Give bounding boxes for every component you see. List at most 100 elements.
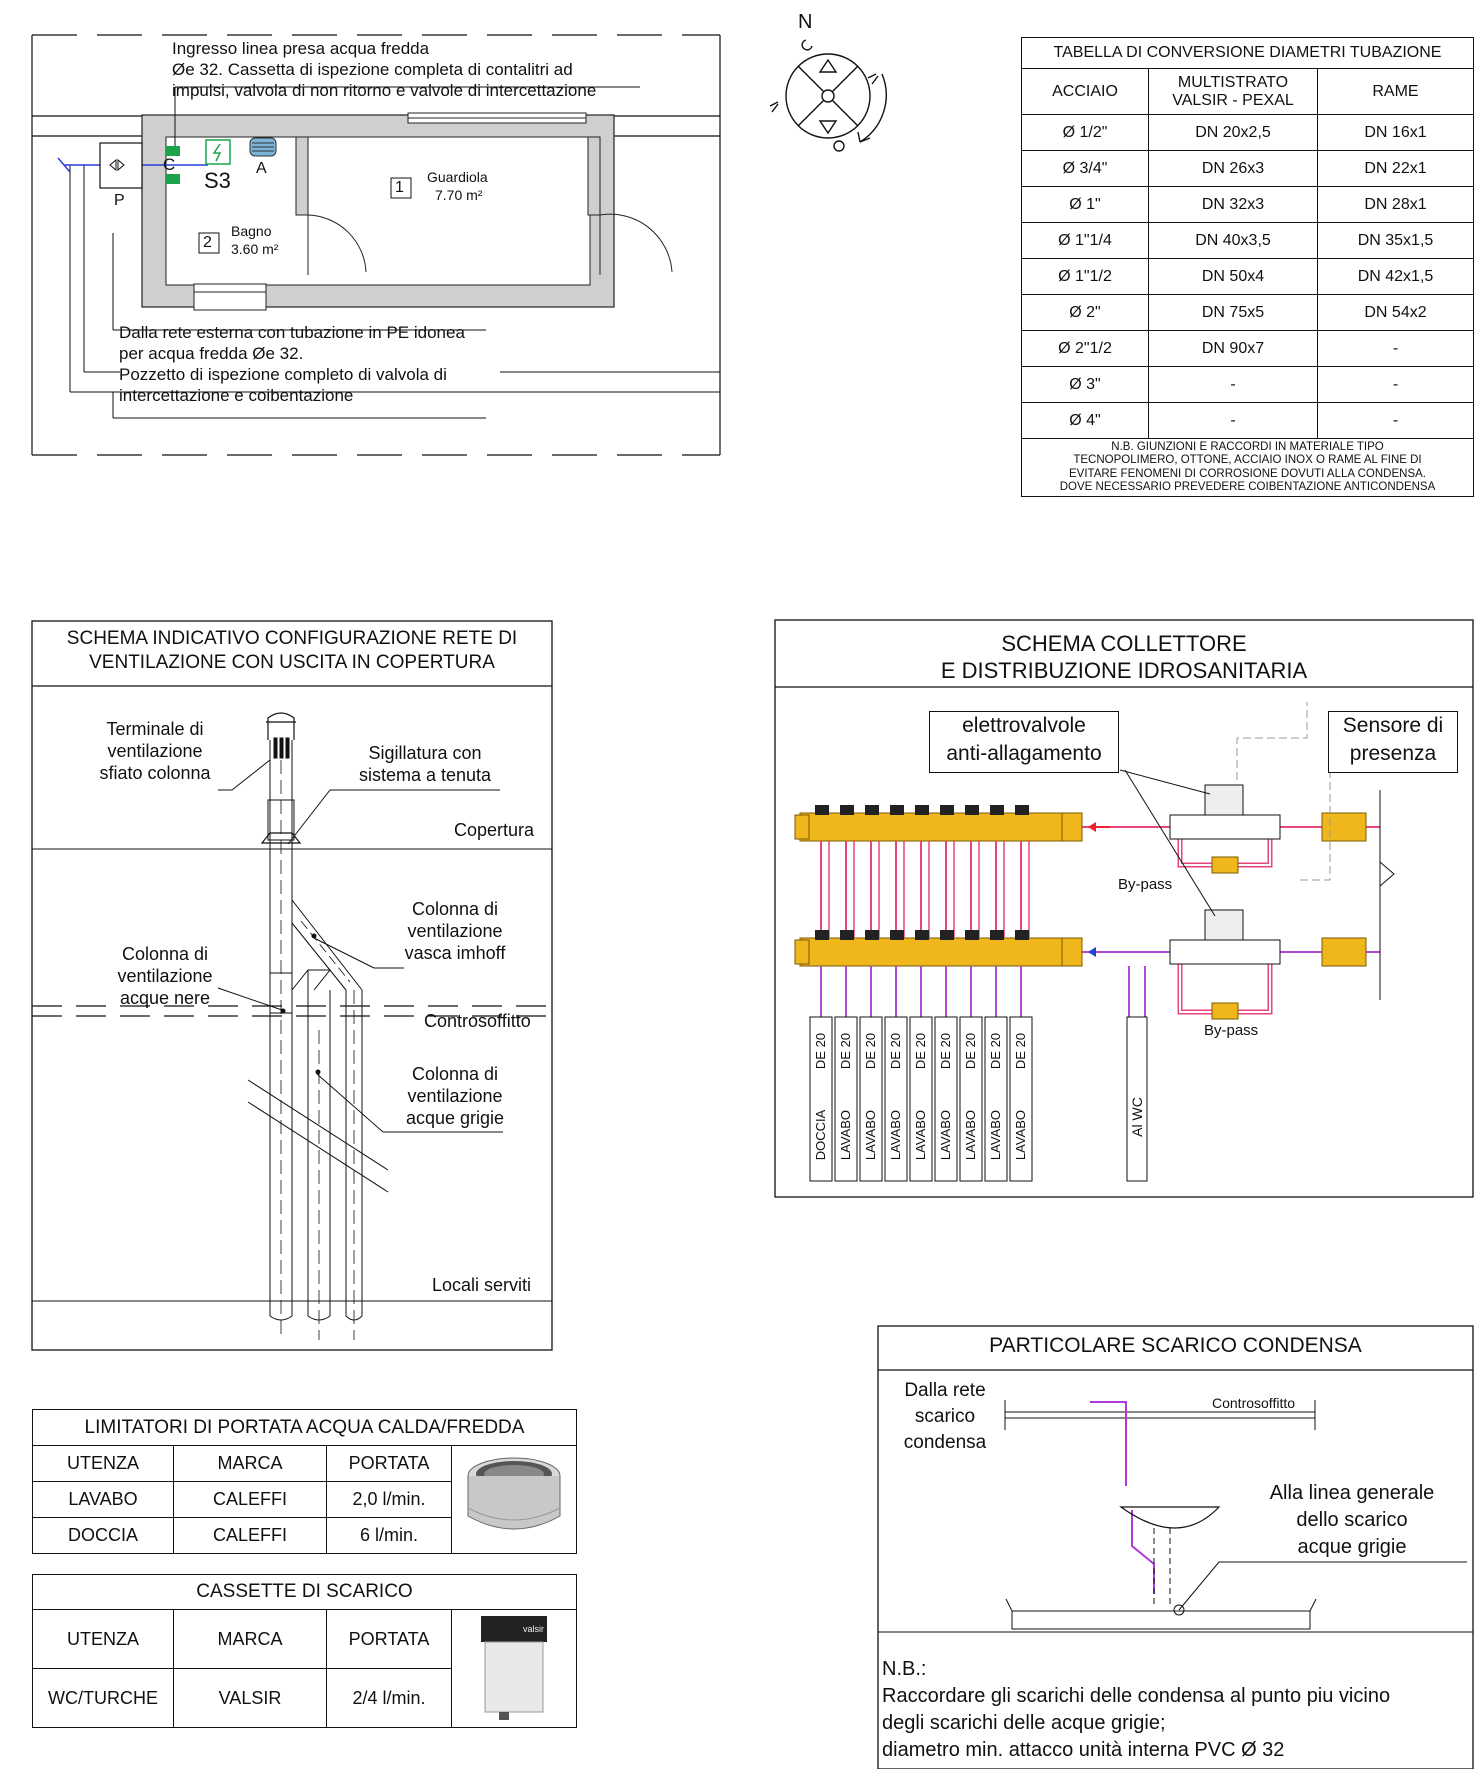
manifold-valve-cap	[1015, 930, 1029, 940]
bypass-label-cold: By-pass	[1204, 1022, 1259, 1039]
plan-note-top: Ingresso linea presa acqua fredda Øe 32.…	[172, 38, 596, 101]
wc-outlet-label: Al WC	[1129, 1097, 1145, 1137]
outlet-pipe-size: DE 20	[863, 1032, 878, 1070]
cistern-brand-mark: valsir	[523, 1624, 544, 1634]
outlet-pipe-size: DE 20	[988, 1032, 1003, 1070]
manifold-valve-cap	[915, 805, 929, 815]
cistern-row1-portata: 2/4 l/min.	[326, 1668, 452, 1728]
conversion-cell-rame: DN 16x1	[1317, 114, 1474, 151]
room1-label: Guardiola 7.70 m²	[427, 168, 488, 204]
manifold-valve-cap	[940, 805, 954, 815]
header-acciaio: ACCIAIO	[1021, 68, 1149, 115]
conversion-cell-multistrato: DN 40x3,5	[1148, 222, 1318, 259]
compass-north-label: N	[798, 11, 813, 33]
valves-label: elettrovalvole anti-allagamento	[929, 711, 1119, 773]
condensate-from-line1: Dalla rete	[904, 1380, 986, 1401]
sensor-label-line1: Sensore di	[1342, 714, 1444, 737]
plan-note-top-line2: Øe 32. Cassetta di ispezione completa di…	[172, 60, 573, 79]
outlet-pipe-size: DE 20	[963, 1032, 978, 1070]
imhoff-line2: ventilazione	[407, 921, 503, 941]
grey-water-line3: acque grigie	[405, 1108, 505, 1128]
condensate-note-line2: degli scarichi delle acque grigie;	[882, 1712, 1166, 1734]
outlet-name: LAVABO	[938, 1109, 953, 1161]
water-heater-a	[249, 137, 277, 157]
condensate-from-line2: scarico	[914, 1406, 976, 1427]
limiters-header-utenza: UTENZA	[32, 1445, 174, 1482]
conversion-cell-rame: DN 54x2	[1317, 294, 1474, 331]
grey-water-column-label: Colonna di ventilazione acque grigie	[395, 1063, 515, 1129]
condensate-nb: N.B.:	[882, 1658, 927, 1680]
label-s3: S3	[204, 168, 231, 193]
bypass-label-hot: By-pass	[1118, 876, 1173, 893]
conversion-cell-multistrato: -	[1148, 366, 1318, 403]
manifold-valve-cap	[990, 930, 1004, 940]
manifold-valve-cap	[990, 805, 1004, 815]
terminal-label-line1: Terminale di	[106, 719, 204, 739]
manifold-valve-cap	[890, 805, 904, 815]
manifold-valve-cap	[815, 930, 829, 940]
manifold-valve-cap	[865, 805, 879, 815]
conversion-cell-rame: -	[1317, 402, 1474, 439]
condensate-controsoffitto-label: Controsoffitto	[1212, 1395, 1296, 1411]
limiter-row1-utenza: LAVABO	[32, 1481, 174, 1518]
black-water-line2: ventilazione	[117, 966, 213, 986]
cistern-icon: valsir	[481, 1616, 547, 1720]
condensate-to-label: Alla linea generale dello scarico acque …	[1252, 1480, 1452, 1561]
manifold-valve-cap	[840, 930, 854, 940]
label-p: P	[114, 192, 125, 209]
manifold-valve-cap	[915, 930, 929, 940]
conversion-cell-acciaio: Ø 1"	[1021, 186, 1149, 223]
outlet-name: DOCCIA	[813, 1109, 828, 1161]
manifold-valve-cap	[965, 930, 979, 940]
manifold-drawing	[774, 619, 1474, 1198]
outlet-name: LAVABO	[863, 1109, 878, 1161]
plan-note-bottom-line3: Pozzetto di ispezione completo di valvol…	[119, 365, 447, 384]
conversion-cell-acciaio: Ø 1"1/2	[1021, 258, 1149, 295]
outlet-pipe-size: DE 20	[888, 1032, 903, 1070]
cisterns-table: CASSETTE DI SCARICO UTENZA MARCA PORTATA…	[32, 1574, 577, 1728]
inspection-box-p	[99, 142, 143, 189]
conversion-cell-multistrato: DN 75x5	[1148, 294, 1318, 331]
ventilation-title-line1: SCHEMA INDICATIVO CONFIGURAZIONE RETE DI	[66, 628, 518, 649]
outlet-name: LAVABO	[963, 1109, 978, 1161]
conversion-cell-acciaio: Ø 3/4"	[1021, 150, 1149, 187]
conversion-row: Ø 4"--	[1021, 402, 1474, 439]
limiter-photo-cell	[451, 1445, 577, 1554]
black-water-line1: Colonna di	[121, 944, 209, 964]
header-rame: RAME	[1317, 68, 1474, 115]
conversion-cell-rame: DN 35x1,5	[1317, 222, 1474, 259]
plan-note-top-line3: impulsi, valvola di non ritorno e valvol…	[172, 81, 597, 100]
conversion-cell-multistrato: -	[1148, 402, 1318, 439]
conversion-cell-rame: DN 42x1,5	[1317, 258, 1474, 295]
ventilation-title-line2: VENTILAZIONE CON USCITA IN COPERTURA	[89, 652, 495, 673]
room2-name: Bagno	[231, 223, 272, 239]
flow-limiter-icon	[467, 1457, 561, 1530]
conversion-cell-acciaio: Ø 2"	[1021, 294, 1149, 331]
limiters-table: LIMITATORI DI PORTATA ACQUA CALDA/FREDDA…	[32, 1409, 577, 1554]
outlet-pipe-size: DE 20	[913, 1032, 928, 1070]
black-water-column-label: Colonna di ventilazione acque nere	[100, 943, 230, 1009]
doors	[307, 213, 673, 275]
limiter-row2-portata: 6 l/min.	[326, 1517, 452, 1554]
room2-label: Bagno 3.60 m²	[231, 222, 278, 258]
condensate-to-line1: Alla linea generale	[1269, 1482, 1435, 1504]
conversion-cell-acciaio: Ø 1/2"	[1021, 114, 1149, 151]
condensate-to-line2: dello scarico	[1296, 1509, 1408, 1531]
condensate-note: N.B.: Raccordare gli scarichi delle cond…	[882, 1656, 1390, 1764]
conversion-cell-acciaio: Ø 1"1/4	[1021, 222, 1149, 259]
cisterns-header-utenza: UTENZA	[32, 1609, 174, 1669]
locali-serviti-label: Locali serviti	[432, 1275, 532, 1295]
conversion-note-line3: EVITARE FENOMENI DI CORROSIONE DOVUTI AL…	[1069, 467, 1426, 480]
limiter-row2-marca: CALEFFI	[173, 1517, 327, 1554]
valves-label-line2: anti-allagamento	[946, 742, 1102, 765]
limiter-row2-utenza: DOCCIA	[32, 1517, 174, 1554]
room2-number: 2	[203, 234, 212, 251]
terminal-label-line3: sfiato colonna	[99, 763, 211, 783]
cistern-row1-utenza: WC/TURCHE	[32, 1668, 174, 1728]
grey-water-line2: ventilazione	[407, 1086, 503, 1106]
seal-label-line2: sistema a tenuta	[358, 765, 492, 785]
controsoffitto-label: Controsoffitto	[424, 1011, 531, 1031]
copertura-label: Copertura	[454, 820, 535, 840]
conversion-table: TABELLA DI CONVERSIONE DIAMETRI TUBAZION…	[1021, 37, 1474, 497]
